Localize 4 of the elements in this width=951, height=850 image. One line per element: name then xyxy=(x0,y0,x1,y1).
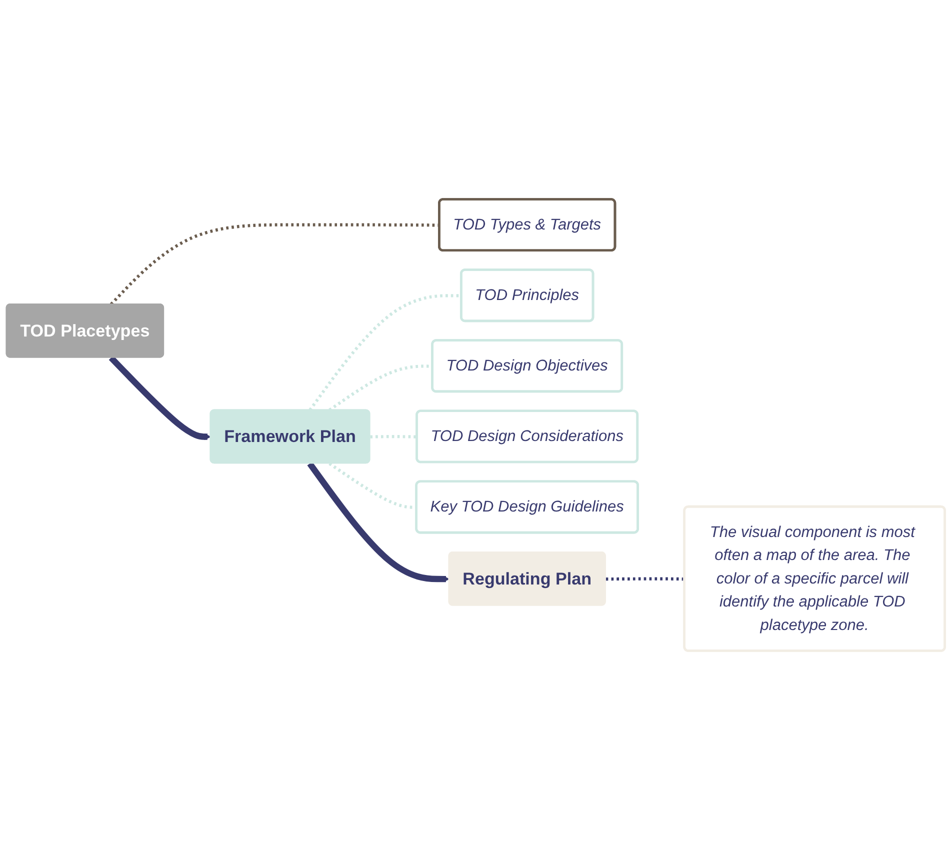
connector xyxy=(370,435,418,438)
arrow xyxy=(108,356,211,440)
connector xyxy=(606,577,685,581)
arrow xyxy=(307,462,450,582)
